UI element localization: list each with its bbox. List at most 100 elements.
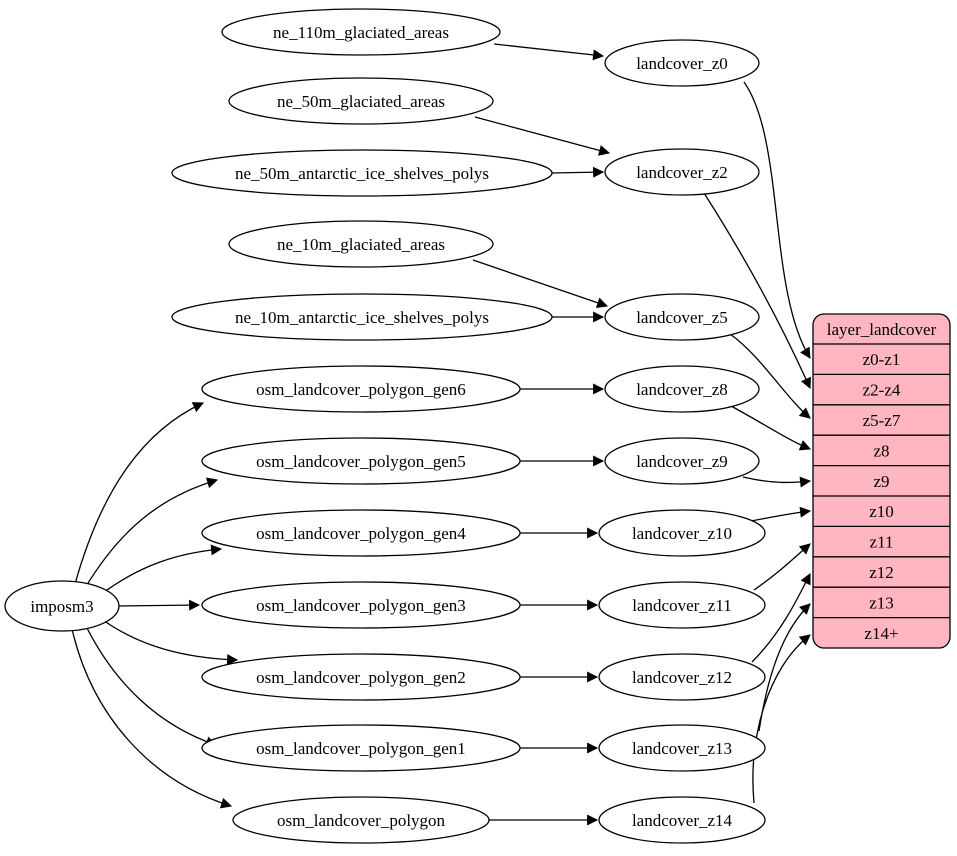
node-label: osm_landcover_polygon (277, 811, 446, 830)
node-label: landcover_z12 (632, 668, 732, 687)
node-ellipse (598, 724, 766, 772)
node-ellipse (201, 653, 521, 701)
table-row-label-z5-z7: z5-z7 (863, 411, 901, 430)
node-ne_50m_glaciated_areas: ne_50m_glaciated_areas (228, 77, 494, 125)
node-label: ne_10m_glaciated_areas (277, 235, 445, 254)
node-ellipse (228, 220, 494, 268)
edge-imposm3-to-osm_landcover_polygon_gen4 (99, 544, 223, 596)
edge-landcover_z10-to-layer_landcover:z10 (750, 506, 812, 522)
table-title: layer_landcover (827, 320, 937, 339)
node-ellipse (171, 149, 553, 197)
node-landcover_z0: landcover_z0 (604, 39, 760, 87)
node-label: ne_50m_antarctic_ice_shelves_polys (235, 164, 489, 183)
edge-ne_110m_glaciated_areas-to-landcover_z0 (493, 43, 605, 61)
node-osm_landcover_polygon_gen5: osm_landcover_polygon_gen5 (201, 437, 521, 485)
node-label: osm_landcover_polygon_gen1 (256, 739, 466, 758)
edge-imposm3-to-osm_landcover_polygon_gen2 (99, 617, 239, 666)
node-landcover_z5: landcover_z5 (604, 293, 760, 341)
node-ellipse (201, 724, 521, 772)
node-label: landcover_z13 (632, 739, 732, 758)
node-label: landcover_z2 (636, 163, 728, 182)
node-ellipse (604, 437, 760, 485)
table-row-label-z9: z9 (873, 472, 889, 491)
edge-landcover_z14-to-layer_landcover:z14+ (752, 634, 811, 804)
record-node-layer_landcover: layer_landcoverz0-z1z2-z4z5-z7z8z9z10z11… (812, 313, 951, 649)
node-osm_landcover_polygon: osm_landcover_polygon (232, 796, 490, 844)
edge-landcover_z13-to-layer_landcover:z13 (758, 603, 811, 732)
node-landcover_z2: landcover_z2 (604, 148, 760, 196)
node-label: landcover_z8 (636, 380, 728, 399)
edge-imposm3-to-osm_landcover_polygon_gen3 (118, 599, 201, 611)
node-ellipse (604, 365, 760, 413)
node-landcover_z8: landcover_z8 (604, 365, 760, 413)
node-landcover_z13: landcover_z13 (598, 724, 766, 772)
node-osm_landcover_polygon_gen1: osm_landcover_polygon_gen1 (201, 724, 521, 772)
node-landcover_z14: landcover_z14 (598, 796, 766, 844)
node-ne_50m_antarctic_ice_shelves_polys: ne_50m_antarctic_ice_shelves_polys (171, 149, 553, 197)
table-row-label-z8: z8 (873, 441, 889, 460)
node-label: ne_10m_antarctic_ice_shelves_polys (235, 308, 489, 327)
node-label: osm_landcover_polygon_gen5 (256, 452, 466, 471)
node-ellipse (201, 581, 521, 629)
node-ellipse (171, 293, 553, 341)
table-row-label-z11: z11 (870, 533, 894, 552)
node-imposm3: imposm3 (4, 580, 120, 632)
edge-landcover_z2-to-layer_landcover:z2-z4 (703, 192, 811, 390)
node-label: ne_50m_glaciated_areas (277, 92, 445, 111)
edge-ne_50m_antarctic_ice_shelves_polys-to-landcover_z2 (551, 166, 605, 178)
node-label: osm_landcover_polygon_gen6 (256, 380, 466, 399)
table-row-label-z14+: z14+ (864, 624, 898, 643)
table-row-label-z13: z13 (869, 593, 894, 612)
node-ellipse (221, 8, 501, 56)
node-label: ne_110m_glaciated_areas (273, 23, 449, 42)
node-landcover_z10: landcover_z10 (598, 509, 766, 557)
edge-imposm3-to-osm_landcover_polygon_gen6 (74, 402, 204, 585)
node-ellipse (604, 293, 760, 341)
node-ellipse (228, 77, 494, 125)
node-label: landcover_z0 (636, 54, 728, 73)
edge-imposm3-to-osm_landcover_polygon (71, 628, 233, 809)
edge-landcover_z11-to-layer_landcover:z11 (753, 543, 811, 591)
node-ellipse (598, 581, 766, 629)
table-row-label-z12: z12 (869, 563, 894, 582)
node-ellipse (201, 437, 521, 485)
node-label: landcover_z14 (632, 811, 733, 830)
node-osm_landcover_polygon_gen6: osm_landcover_polygon_gen6 (201, 365, 521, 413)
node-ellipse (232, 796, 490, 844)
node-ellipse (201, 365, 521, 413)
edge-ne_10m_glaciated_areas-to-landcover_z5 (472, 259, 609, 308)
node-label: landcover_z11 (632, 596, 731, 615)
node-label: osm_landcover_polygon_gen2 (256, 668, 466, 687)
node-osm_landcover_polygon_gen4: osm_landcover_polygon_gen4 (201, 509, 521, 557)
edge-landcover_z9-to-layer_landcover:z9 (742, 476, 812, 488)
node-ellipse (4, 580, 120, 632)
node-label: landcover_z5 (636, 308, 728, 327)
edge-landcover_z12-to-layer_landcover:z12 (751, 573, 811, 663)
record-node-body (812, 313, 951, 649)
edge-imposm3-to-osm_landcover_polygon_gen1 (84, 623, 218, 748)
node-ellipse (598, 796, 766, 844)
node-ellipse (604, 148, 760, 196)
node-label: osm_landcover_polygon_gen4 (256, 524, 466, 543)
node-ellipse (598, 653, 766, 701)
node-ellipse (598, 509, 766, 557)
node-label: imposm3 (30, 597, 93, 616)
node-ne_10m_antarctic_ice_shelves_polys: ne_10m_antarctic_ice_shelves_polys (171, 293, 553, 341)
table-row-label-z10: z10 (869, 502, 894, 521)
node-osm_landcover_polygon_gen3: osm_landcover_polygon_gen3 (201, 581, 521, 629)
node-ellipse (604, 39, 760, 87)
node-ellipse (201, 509, 521, 557)
node-label: landcover_z9 (636, 452, 728, 471)
edge-landcover_z8-to-layer_landcover:z8 (730, 405, 812, 451)
node-label: osm_landcover_polygon_gen3 (256, 596, 466, 615)
edge-imposm3-to-osm_landcover_polygon_gen5 (84, 477, 219, 589)
edge-ne_50m_glaciated_areas-to-landcover_z2 (474, 116, 611, 156)
node-osm_landcover_polygon_gen2: osm_landcover_polygon_gen2 (201, 653, 521, 701)
node-ne_110m_glaciated_areas: ne_110m_glaciated_areas (221, 8, 501, 56)
node-landcover_z11: landcover_z11 (598, 581, 766, 629)
table-row-label-z2-z4: z2-z4 (863, 381, 901, 400)
node-landcover_z9: landcover_z9 (604, 437, 760, 485)
edge-landcover_z5-to-layer_landcover:z5-z7 (729, 333, 811, 419)
